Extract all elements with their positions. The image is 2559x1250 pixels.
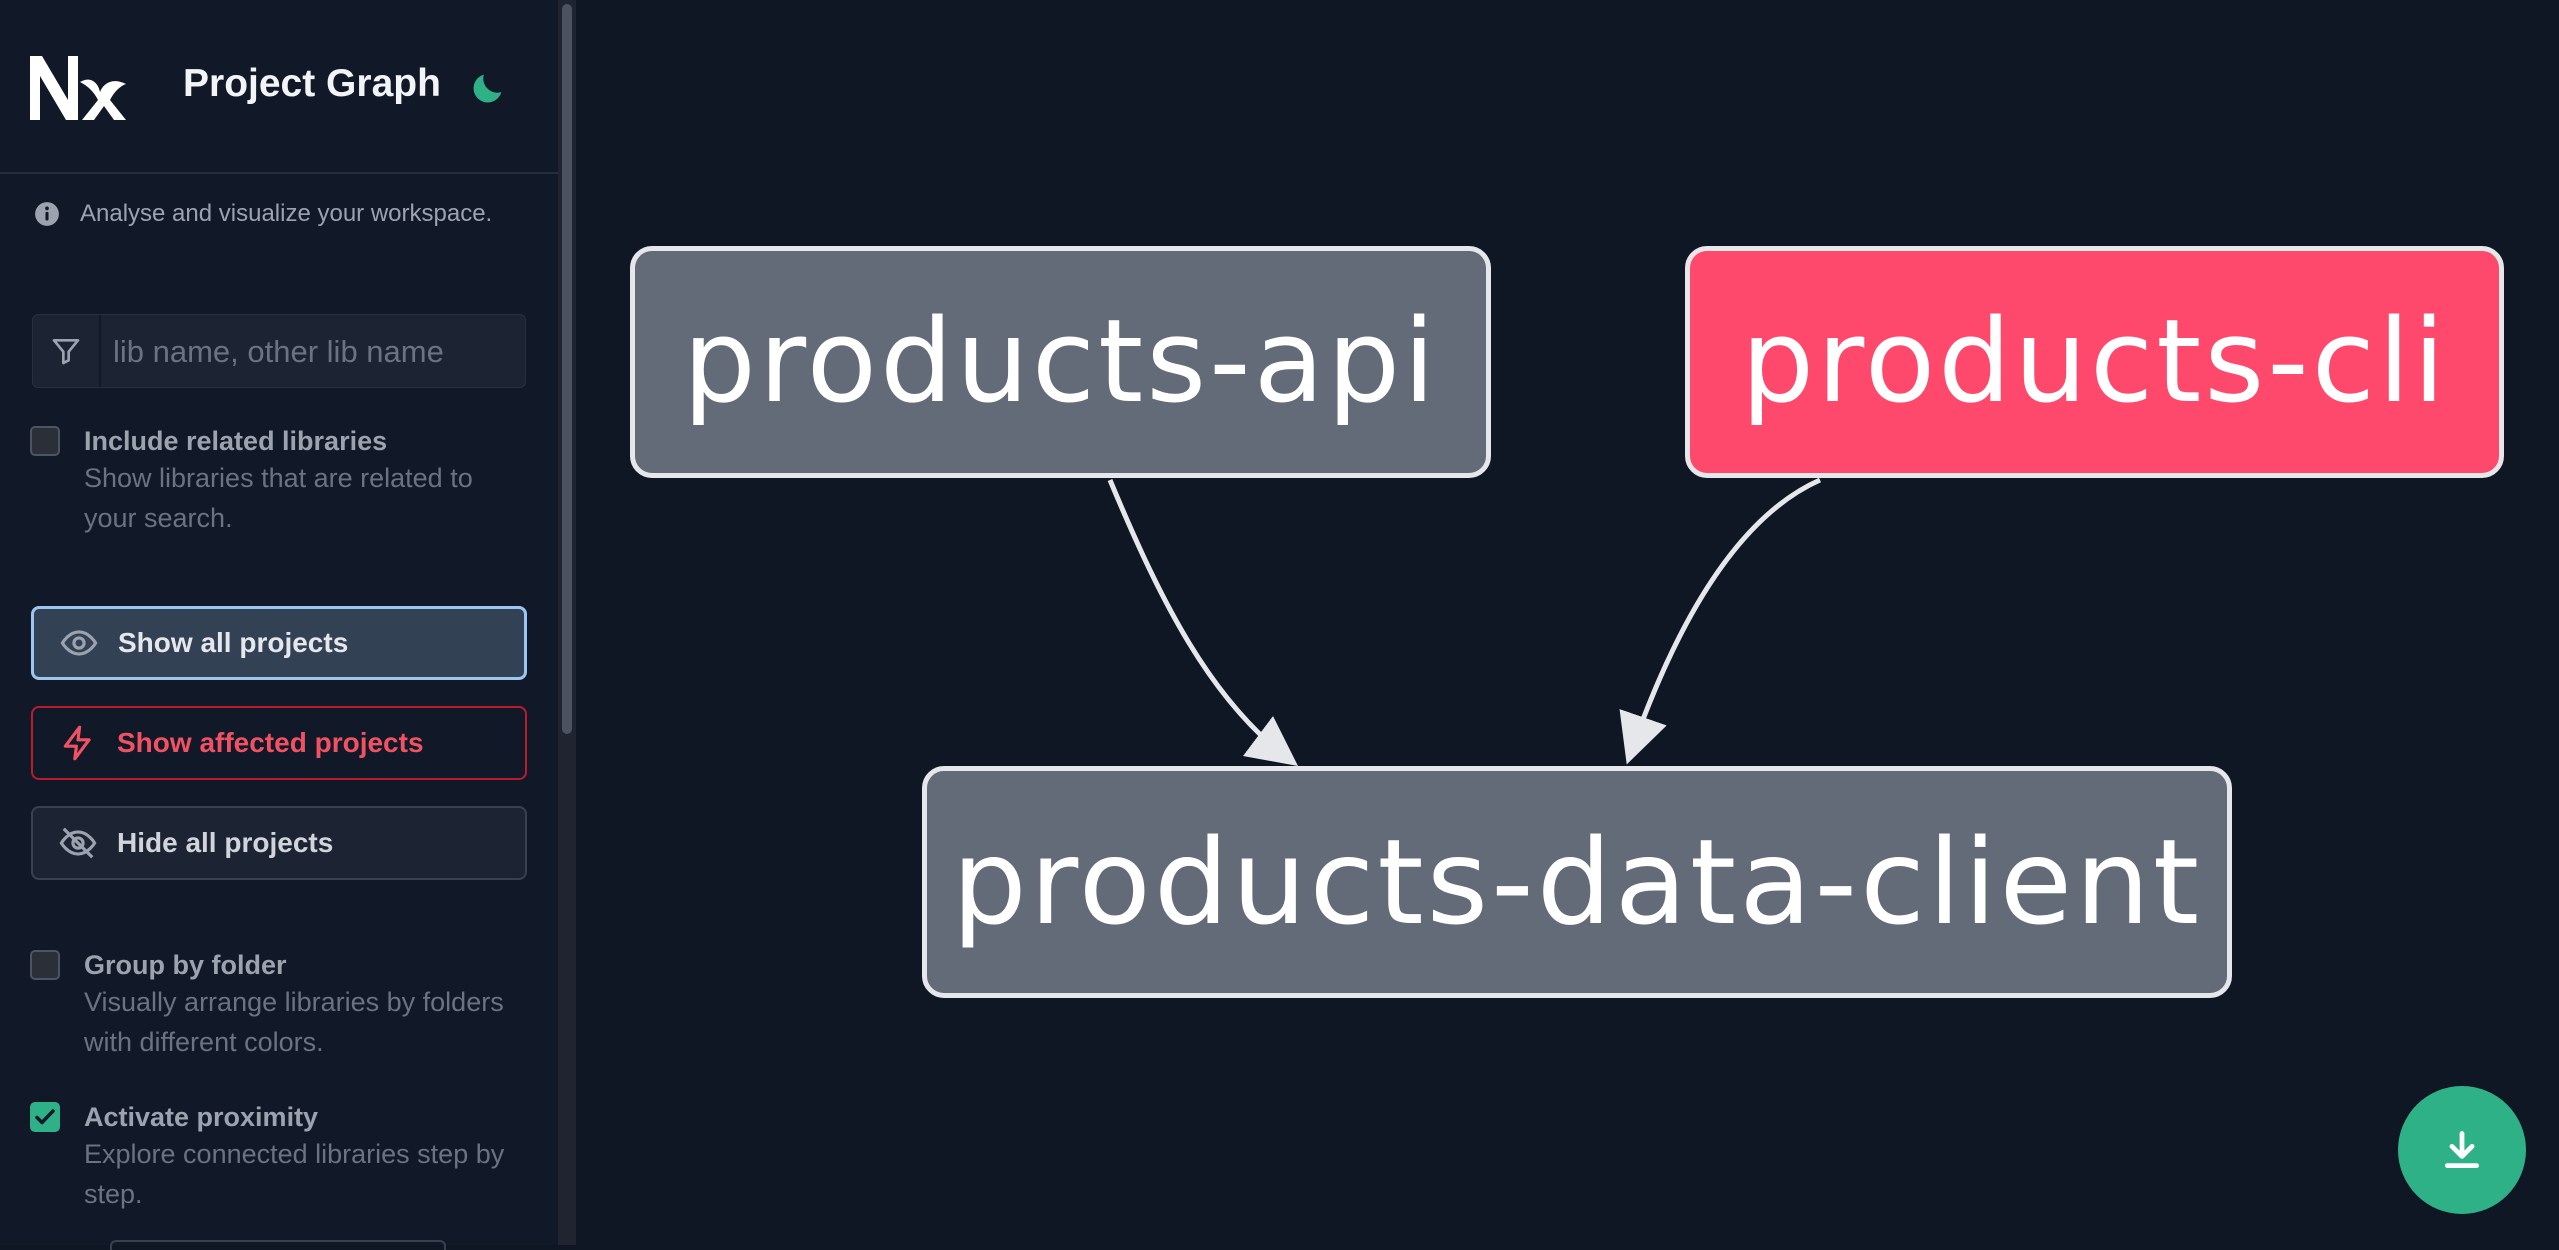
node-products-cli[interactable]: products-cli (1685, 246, 2504, 478)
sidebar-scrollbar-thumb[interactable] (562, 4, 572, 734)
edge-products-cli-to-products-data-client[interactable] (1619, 477, 1822, 765)
group-by-folder-option: Group by folder Visually arrange librari… (30, 948, 524, 1062)
checkmark-icon (35, 1109, 55, 1125)
show-all-projects-label: Show all projects (118, 627, 349, 658)
filter-icon (52, 339, 80, 365)
show-affected-projects-label: Show affected projects (117, 727, 424, 758)
filter-icon-box (33, 315, 101, 387)
node-products-data-client[interactable]: products-data-client (922, 766, 2232, 998)
proximity-option: Activate proximity Explore connected lib… (30, 1100, 524, 1214)
include-related-option: Include related libraries Show libraries… (30, 424, 524, 538)
include-related-label: Include related libraries (84, 426, 388, 456)
search-box (32, 314, 526, 389)
sidebar-header: Project Graph (0, 0, 558, 174)
edge-products-api-to-products-data-client[interactable] (1107, 479, 1298, 767)
hide-all-projects-button[interactable]: Hide all projects (31, 806, 527, 880)
app-title: Project Graph (183, 62, 441, 105)
group-by-folder-description: Visually arrange libraries by folders wi… (84, 987, 504, 1057)
proximity-label: Activate proximity (84, 1102, 319, 1132)
eye-off-icon (59, 827, 97, 859)
group-by-folder-checkbox[interactable] (30, 950, 60, 980)
hide-all-projects-label: Hide all projects (117, 827, 334, 858)
info-row: Analyse and visualize your workspace. (34, 200, 492, 228)
node-products-cli-label: products-cli (1741, 295, 2448, 429)
node-products-api[interactable]: products-api (630, 246, 1491, 478)
node-products-api-label: products-api (682, 295, 1439, 429)
search-input[interactable] (111, 315, 515, 389)
lightning-icon (63, 725, 91, 761)
proximity-checkbox[interactable] (30, 1102, 60, 1132)
show-affected-projects-button[interactable]: Show affected projects (31, 706, 527, 780)
nx-logo-icon (30, 56, 126, 120)
show-all-projects-button[interactable]: Show all projects (31, 606, 527, 680)
include-related-description: Show libraries that are related to your … (84, 463, 473, 533)
include-related-checkbox[interactable] (30, 426, 60, 456)
node-products-data-client-label: products-data-client (951, 813, 2203, 951)
download-button[interactable] (2398, 1086, 2526, 1214)
download-icon (2444, 1131, 2480, 1168)
info-icon (35, 202, 59, 226)
proximity-description: Explore connected libraries step by step… (84, 1139, 505, 1209)
sidebar: Project Graph Analyse and visualize your… (0, 0, 558, 1250)
moon-icon[interactable] (468, 68, 508, 108)
group-by-folder-label: Group by folder (84, 950, 287, 980)
info-text: Analyse and visualize your workspace. (80, 200, 493, 227)
eye-icon (60, 630, 98, 656)
